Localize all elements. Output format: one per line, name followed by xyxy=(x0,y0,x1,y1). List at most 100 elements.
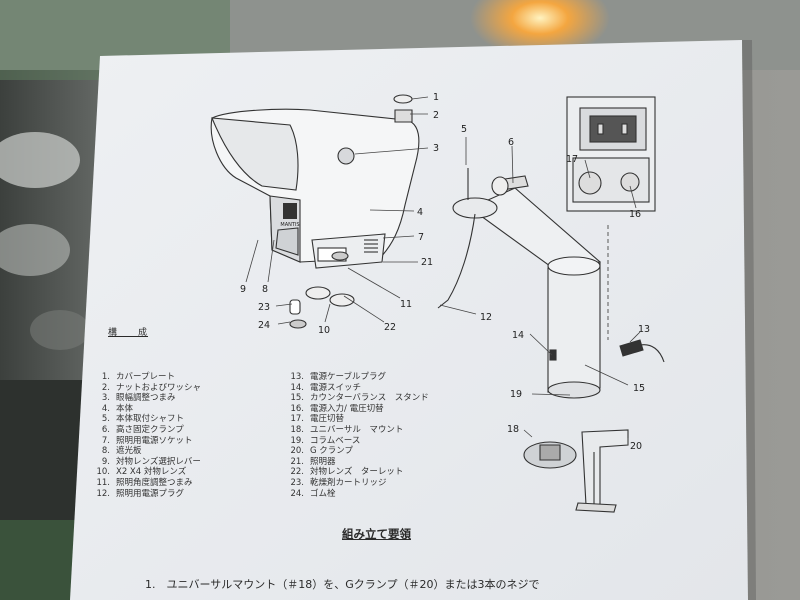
parts-list-number: 15. xyxy=(290,393,304,404)
callout-15: 15 xyxy=(633,383,645,394)
callout-9: 9 xyxy=(240,284,246,295)
parts-list-label: 本体 xyxy=(116,403,134,414)
parts-list-label: 電圧切替 xyxy=(310,414,345,425)
callout-5: 5 xyxy=(461,124,467,135)
parts-list-number: 17. xyxy=(290,414,304,425)
parts-list-label: 電源入力/ 電圧切替 xyxy=(310,403,384,414)
parts-list-number: 19. xyxy=(290,435,304,446)
parts-list-label: コラムベース xyxy=(310,435,361,446)
parts-list-label: X2 X4 対物レンズ xyxy=(116,467,187,478)
page-shadow xyxy=(742,40,756,600)
lamp-cable xyxy=(437,213,476,309)
socket-pin xyxy=(621,123,628,135)
callout-14: 14 xyxy=(512,330,524,341)
callout-7: 7 xyxy=(418,232,424,243)
parts-list-number: 24. xyxy=(290,488,304,499)
callout-22: 22 xyxy=(384,322,396,333)
parts-list-item: 22.対物レンズ ターレット xyxy=(282,467,429,478)
parts-list-label: 照明用電源プラグ xyxy=(116,488,185,499)
voltage-selector xyxy=(578,171,602,195)
parts-list-number: 3. xyxy=(101,393,110,404)
parts-list-item: 10. X2 X4 対物レンズ xyxy=(88,467,201,478)
adjust-knob xyxy=(337,147,355,165)
parts-list-item: 5. 本体取付シャフト xyxy=(88,414,201,425)
background-knob xyxy=(0,224,70,276)
parts-list-number: 5. xyxy=(101,414,110,425)
background-knob xyxy=(30,310,90,350)
desiccant-cartridge xyxy=(289,299,301,315)
parts-list-label: 照明器 xyxy=(310,456,336,467)
parts-list-number: 13. xyxy=(290,372,304,382)
parts-list-item: 24. ゴム栓 xyxy=(282,489,429,500)
parts-list-label: 本体取付シャフト xyxy=(116,414,185,425)
parts-list-item: 6.高さ固定クランプ xyxy=(88,425,201,436)
socket-inner xyxy=(589,115,637,143)
parts-list-number: 1. xyxy=(101,372,110,382)
callout-3: 3 xyxy=(433,143,439,154)
callout-24: 24 xyxy=(258,320,270,331)
callout-19: 19 xyxy=(510,389,522,400)
socket-pin xyxy=(597,123,604,135)
rubber-plug xyxy=(289,319,307,329)
parts-list-label: カウンターバランス スタンド xyxy=(310,393,429,404)
clamp-ring xyxy=(491,176,509,196)
parts-list-item: 9. 対物レンズ選択レバー xyxy=(88,457,201,468)
parts-list-label: 高さ固定クランプ xyxy=(116,424,184,435)
parts-list-label: 電源スイッチ xyxy=(310,382,362,393)
parts-list-number: 2. xyxy=(101,382,110,393)
parts-list-item: 4. 本体 xyxy=(88,404,201,415)
mantis-logo-text: MANTIS xyxy=(280,222,299,228)
parts-list-label: 遮光板 xyxy=(116,446,142,457)
assembly-step-1: 1. ユニバーサルマウント（＃18）を、Gクランプ（＃20）または3本のネジで xyxy=(145,578,540,591)
callout-16: 16 xyxy=(629,209,641,220)
parts-heading: 構 成 xyxy=(108,328,149,338)
top-nut xyxy=(394,109,413,123)
parts-list-item: 11.照明角度調整つまみ xyxy=(88,478,201,489)
parts-list-item: 1.カバープレート xyxy=(88,372,201,383)
lever-slot xyxy=(275,227,299,256)
callout-18: 18 xyxy=(507,424,519,435)
parts-list-number: 8. xyxy=(101,446,110,457)
clamp-handle xyxy=(575,502,617,513)
column-base xyxy=(547,381,601,399)
mount-post xyxy=(539,444,561,461)
parts-list-number: 7. xyxy=(101,435,110,446)
parts-list-item: 19. コラムベース xyxy=(282,436,429,447)
parts-list-label: 対物レンズ選択レバー xyxy=(116,456,201,467)
parts-list-item: 2.ナットおよびワッシャ xyxy=(88,383,201,394)
power-panel-illustration xyxy=(566,96,656,212)
parts-list-number: 23. xyxy=(290,477,304,488)
parts-list-number: 4. xyxy=(101,403,110,414)
parts-list-number: 14. xyxy=(290,382,304,393)
background-knob xyxy=(0,132,80,188)
parts-list-item: 21. 照明器 xyxy=(282,457,429,468)
callout-4: 4 xyxy=(417,207,423,218)
parts-list-item: 3.眼幅調整つまみ xyxy=(88,393,201,404)
parts-list-number: 22. xyxy=(290,467,304,478)
arm-mount xyxy=(452,197,498,219)
callout-17: 17 xyxy=(566,154,578,165)
parts-list-number: 9. xyxy=(101,456,110,467)
callout-1: 1 xyxy=(433,92,439,103)
mount-and-clamp-illustration xyxy=(523,429,629,513)
parts-list-number: 18. xyxy=(290,424,304,435)
parts-list-item: 17. 電圧切替 xyxy=(282,414,429,425)
parts-list-label: ゴム栓 xyxy=(310,488,336,499)
parts-list-item: 23.乾燥剤カートリッジ xyxy=(282,478,429,489)
power-input-dial xyxy=(620,172,640,192)
parts-list-number: 21. xyxy=(290,456,304,467)
parts-list-number: 20. xyxy=(290,446,304,457)
column-top xyxy=(547,256,601,276)
cover-plate xyxy=(393,94,413,104)
lamp-knob xyxy=(331,251,349,261)
column xyxy=(547,261,601,393)
callout-2: 2 xyxy=(433,110,439,121)
callout-20: 20 xyxy=(630,441,642,452)
callout-21: 21 xyxy=(421,257,433,268)
parts-list-label: 照明用電源ソケット xyxy=(116,435,193,446)
vent-grille xyxy=(364,239,378,253)
parts-list-number: 10. xyxy=(96,467,110,478)
callout-13: 13 xyxy=(638,324,650,335)
mantis-badge xyxy=(283,203,297,219)
